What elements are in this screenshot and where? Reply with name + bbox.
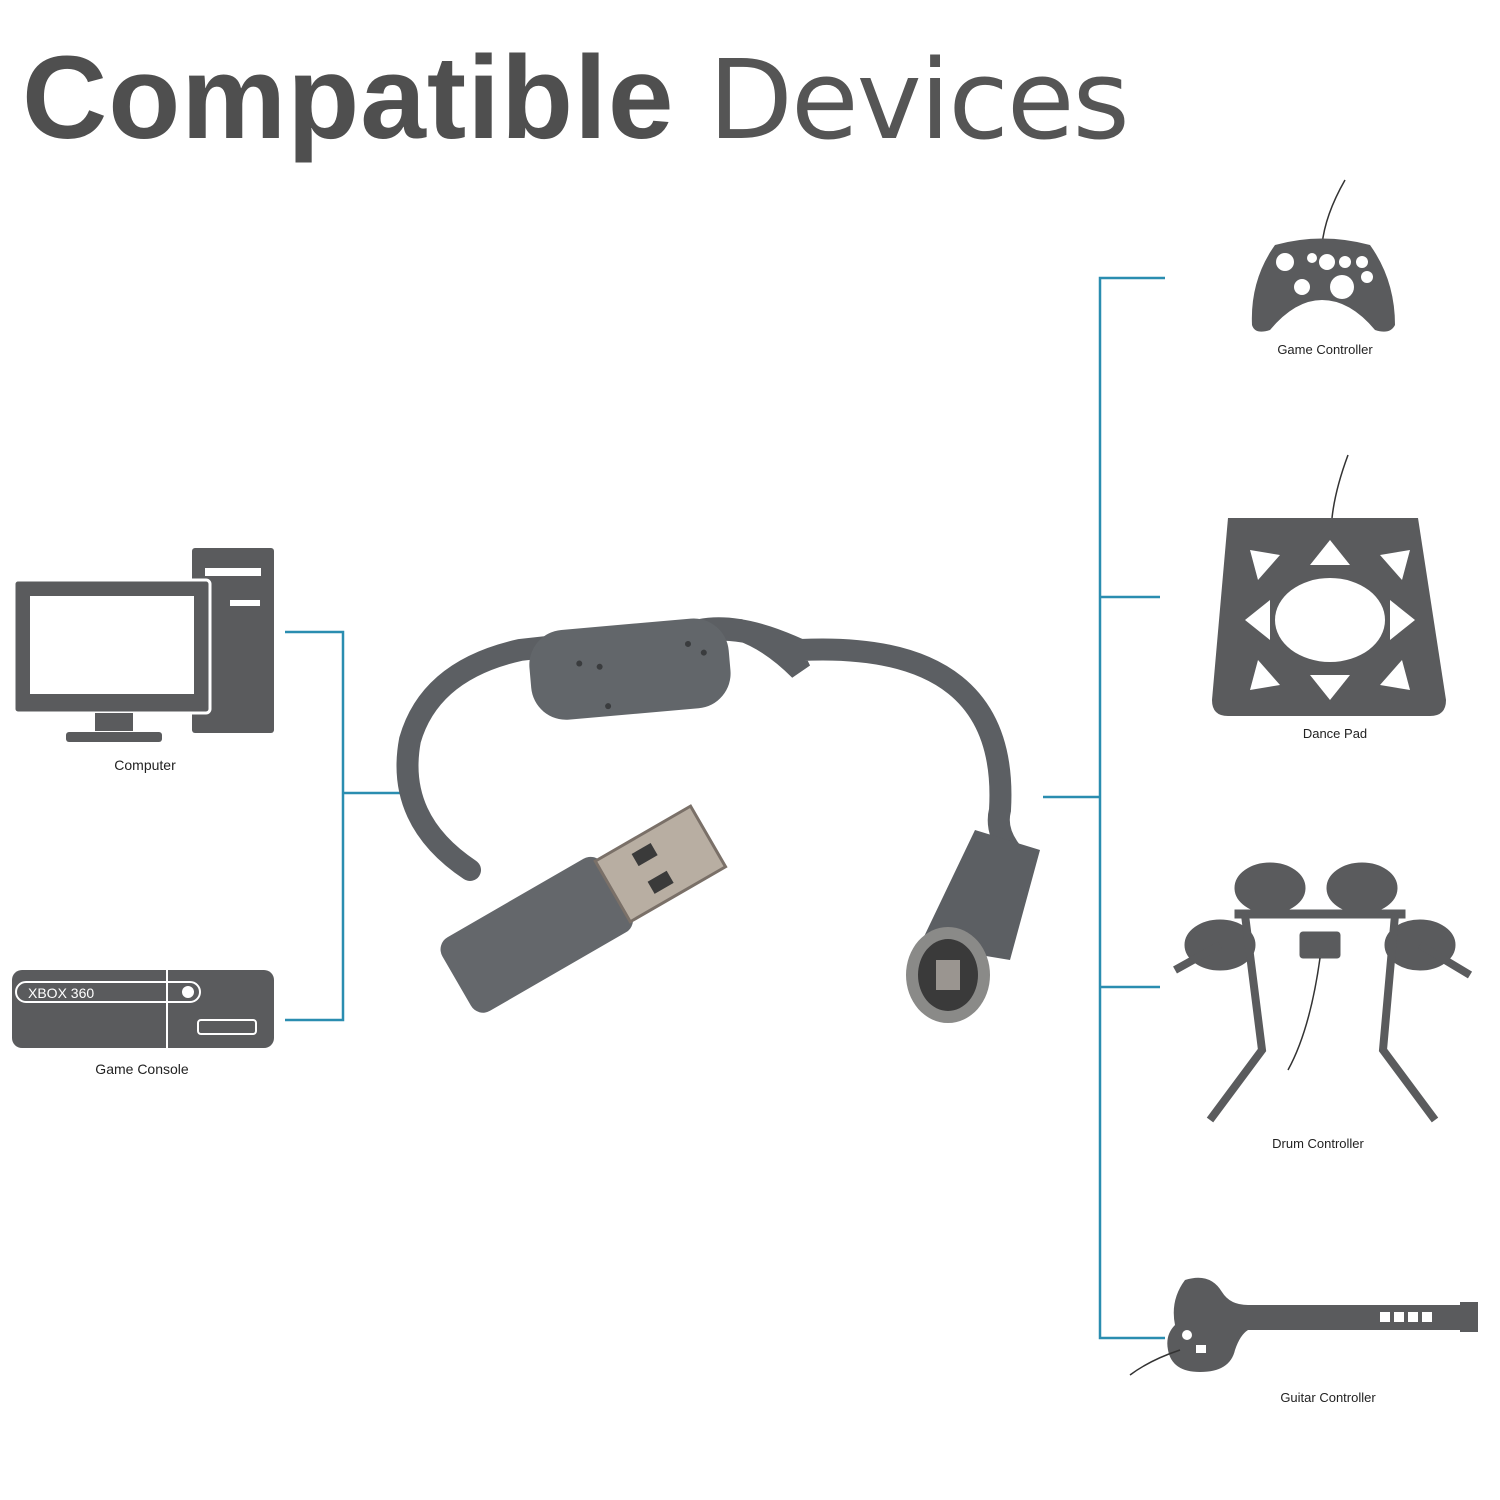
connector-lines: [285, 276, 1165, 1340]
label-game-controller: Game Controller: [1277, 342, 1373, 357]
ferrite-core: [529, 618, 731, 720]
title-light: Devices: [708, 36, 1130, 164]
label-computer: Computer: [114, 757, 176, 773]
label-game-console: Game Console: [95, 1061, 189, 1077]
label-drum-controller: Drum Controller: [1272, 1136, 1364, 1151]
left-bracket: [285, 630, 345, 1022]
page-title: Compatible Devices: [22, 30, 1130, 166]
console-brand-text: XBOX 360: [28, 985, 94, 1001]
game-console-icon: XBOX 360: [12, 970, 274, 1048]
right-bracket: [1098, 276, 1165, 1340]
dance-pad-icon: [1212, 454, 1446, 716]
female-connector: [906, 830, 1040, 1023]
right-branches: [1043, 595, 1160, 989]
guitar-icon: [1129, 1277, 1478, 1376]
usb-breakaway-cable-image: [396, 617, 1040, 1023]
label-dance-pad: Dance Pad: [1302, 726, 1368, 741]
gamepad-icon: [1251, 179, 1395, 332]
title-bold: Compatible: [22, 32, 675, 164]
drum-kit-icon: [1173, 862, 1473, 1123]
usb-a-plug: [440, 804, 728, 1013]
label-guitar-controller: Guitar Controller: [1280, 1390, 1376, 1405]
desktop-computer-icon: [12, 548, 274, 742]
